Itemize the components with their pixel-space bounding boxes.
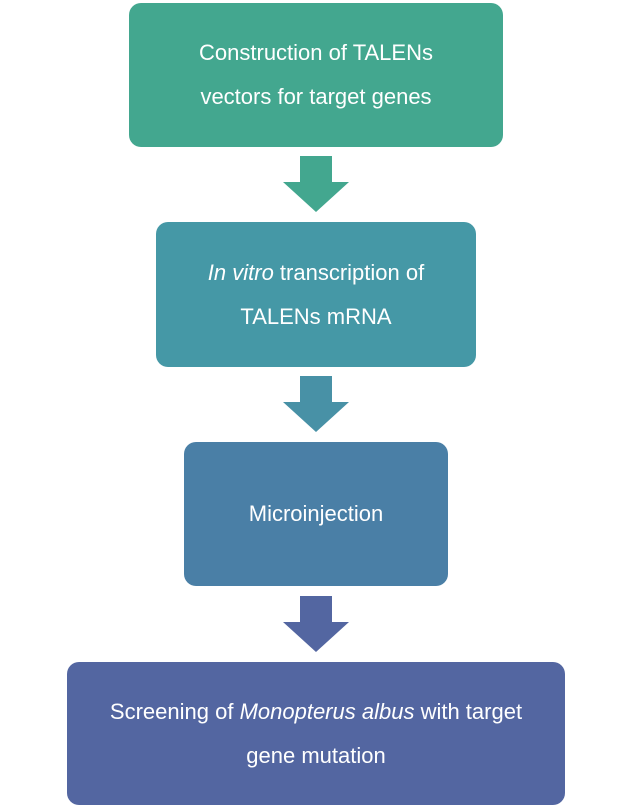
down-arrow-icon <box>283 596 349 652</box>
step-screening-prefix: Screening of <box>109 698 240 724</box>
step-transcription-box: In vitro transcription of TALENs mRNA <box>156 222 476 367</box>
step-construction-box: Construction of TALENs vectors for targe… <box>129 3 503 147</box>
step-construction-line1: Construction of TALENs <box>199 40 433 65</box>
step-construction-text: Construction of TALENs vectors for targe… <box>199 31 433 119</box>
step-screening-line2: gene mutation <box>246 742 386 768</box>
step-microinjection-box: Microinjection <box>184 442 448 586</box>
down-arrow-icon <box>283 156 349 212</box>
step-screening-box: Screening of Monopterus albus with targe… <box>67 662 565 805</box>
step-screening-italic: Monopterus albus <box>239 698 415 724</box>
step-transcription-line2: TALENs mRNA <box>240 303 392 329</box>
step-screening-suffix: with target <box>414 698 523 724</box>
step-screening-text: Screening of Monopterus albus with targe… <box>110 690 522 778</box>
step-construction-line2: vectors for target genes <box>200 84 432 109</box>
down-arrow-icon <box>283 376 349 432</box>
step-transcription-italic: In vitro <box>207 259 274 285</box>
step-transcription-text: In vitro transcription of TALENs mRNA <box>208 251 424 339</box>
step-transcription-line1-rest: transcription of <box>273 259 425 285</box>
step-microinjection-label: Microinjection <box>248 501 384 526</box>
